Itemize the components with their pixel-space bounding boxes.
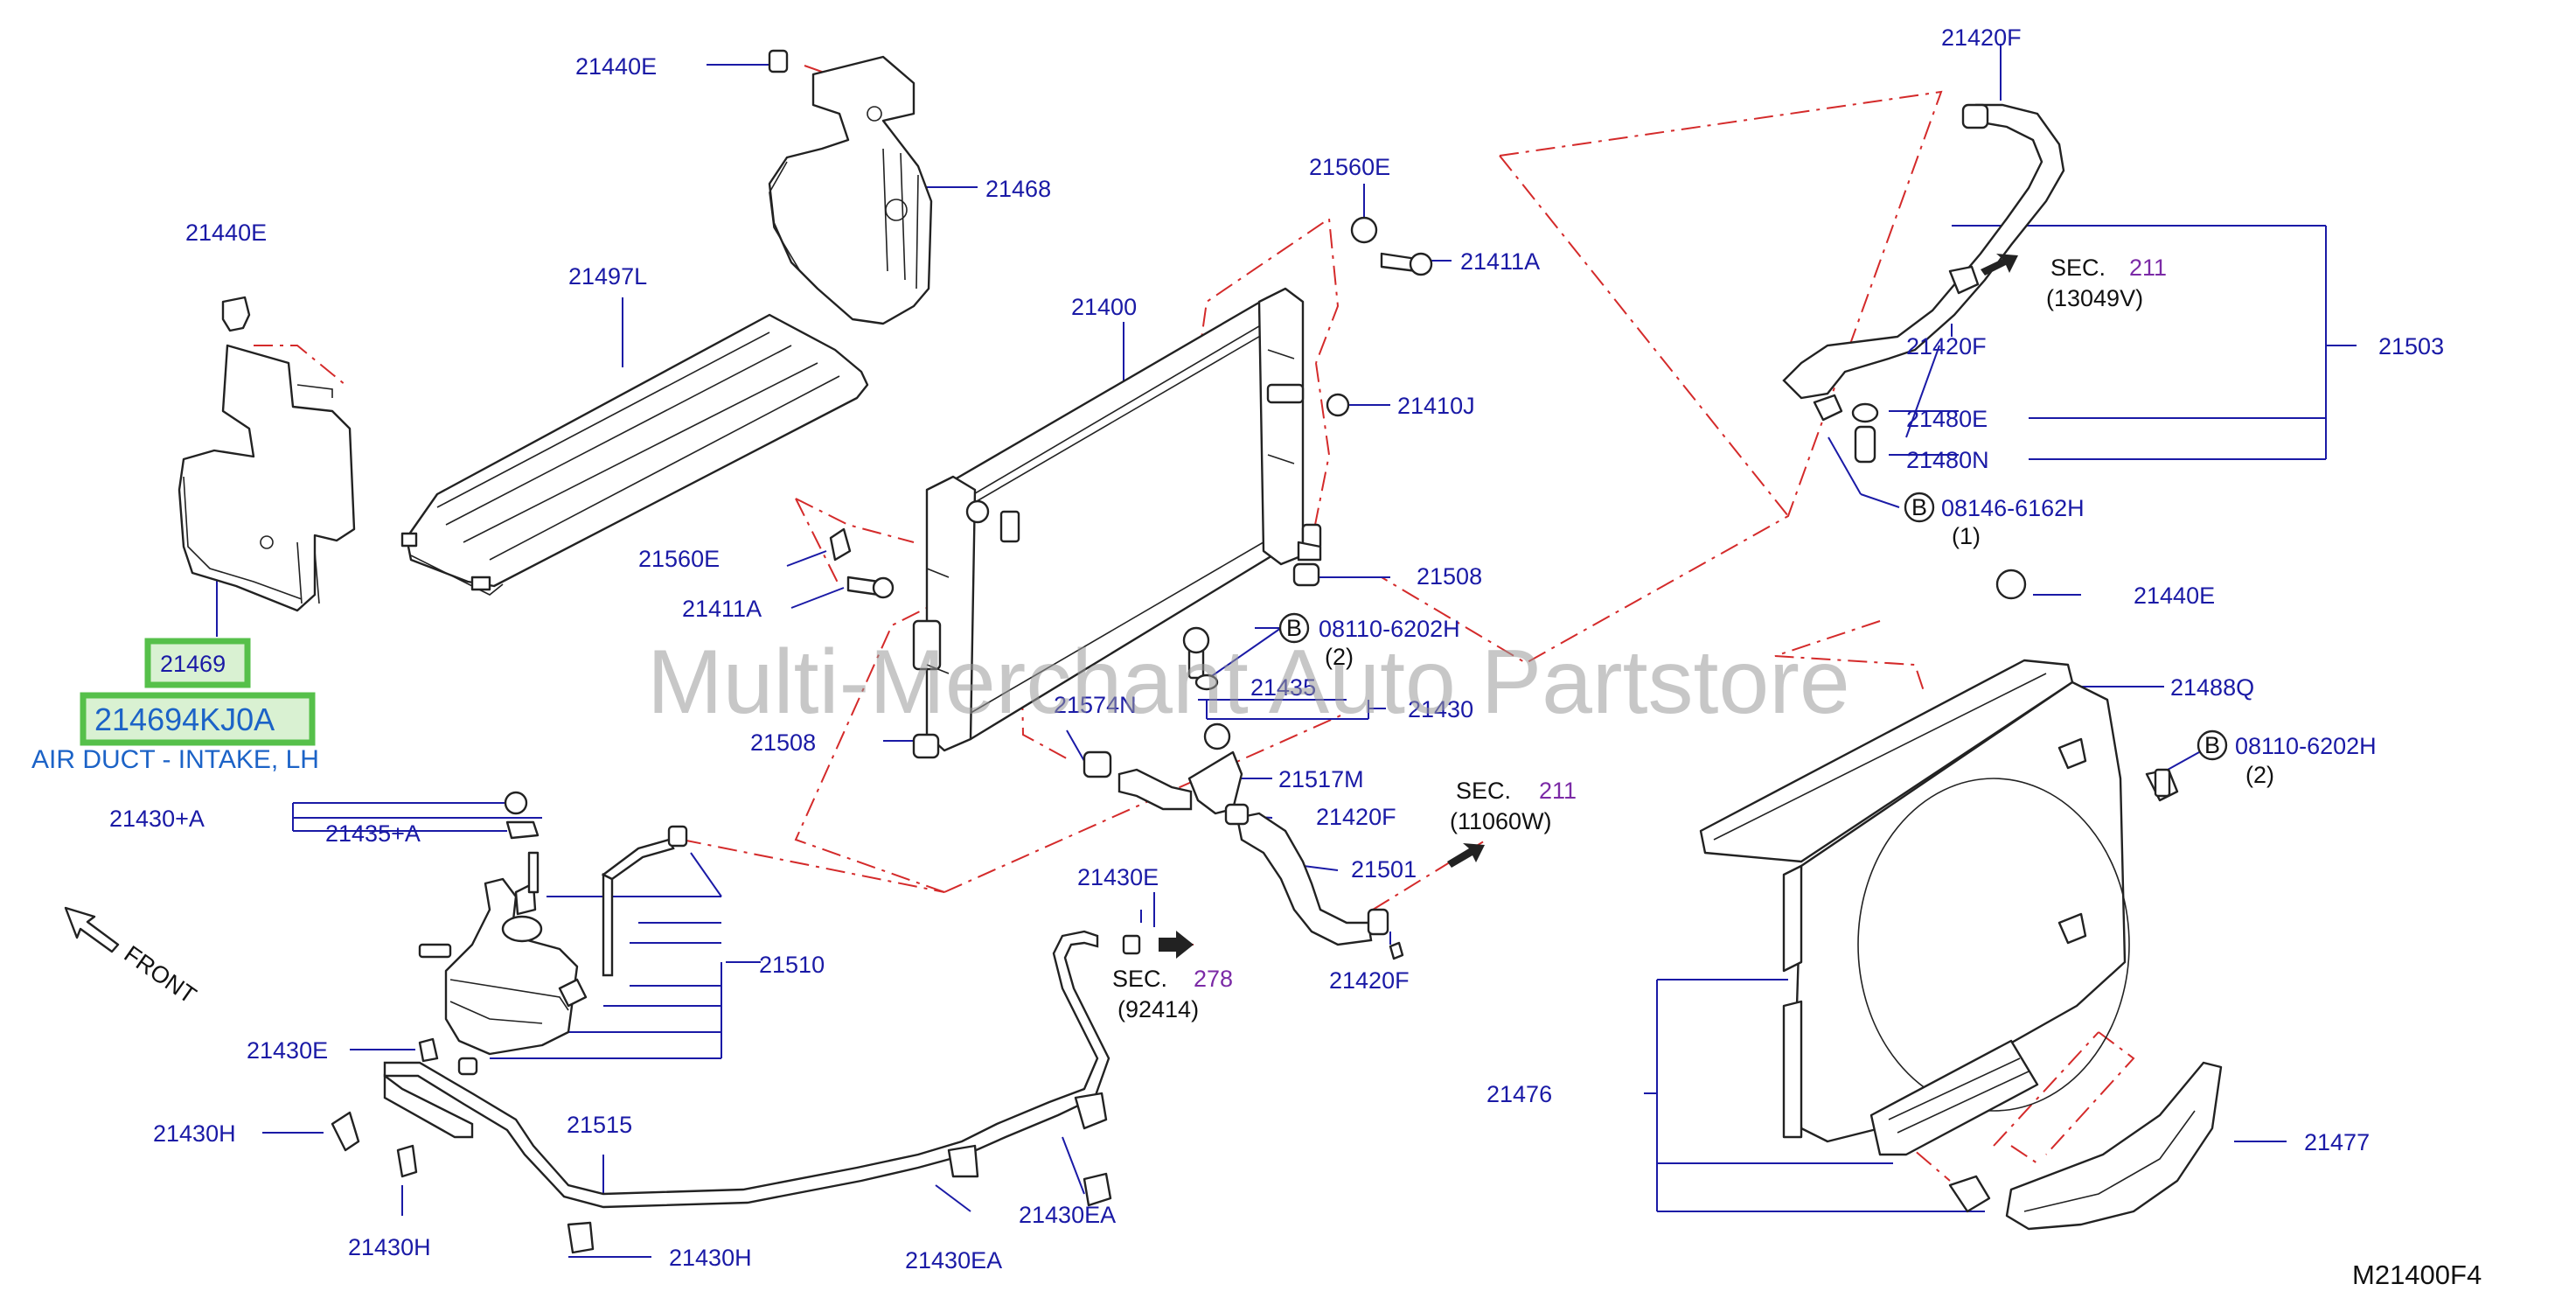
sec-211-a-number[interactable]: 211 xyxy=(2129,255,2167,281)
label-21411A-top[interactable]: 21411A xyxy=(1460,248,1540,275)
label-21488Q[interactable]: 21488Q xyxy=(2170,674,2254,701)
label-21468[interactable]: 21468 xyxy=(985,176,1051,202)
air-duct-rh-drawing xyxy=(768,49,933,325)
watermark: Multi-Merchant Auto Partstore xyxy=(647,632,1850,733)
label-21476[interactable]: 21476 xyxy=(1486,1081,1552,1107)
label-21510[interactable]: 21510 xyxy=(759,952,825,978)
label-21469[interactable]: 21469 xyxy=(160,651,226,677)
qty-08110-right: (2) xyxy=(2245,762,2274,788)
label-21503[interactable]: 21503 xyxy=(2378,333,2444,359)
bolt-symbol-2: B xyxy=(1286,615,1302,641)
part-labels: 21440E 21468 21497L 21400 21440E 21560E … xyxy=(109,24,2444,1274)
selected-part-description: AIR DUCT - INTAKE, LH xyxy=(31,745,319,774)
sec-278-ref: (92414) xyxy=(1117,996,1199,1022)
upper-hose-drawing xyxy=(1782,103,2065,464)
label-21515[interactable]: 21515 xyxy=(567,1112,632,1138)
section-arrows xyxy=(1159,254,2018,959)
label-21420F-mid[interactable]: 21420F xyxy=(1316,804,1396,830)
label-21410J[interactable]: 21410J xyxy=(1397,393,1475,419)
front-label: FRONT xyxy=(120,940,201,1008)
label-21435A[interactable]: 21435+A xyxy=(325,820,421,847)
label-21430H-right[interactable]: 21430H xyxy=(669,1245,752,1271)
sec-211-b-prefix: SEC. xyxy=(1456,778,1511,804)
label-21430E-left[interactable]: 21430E xyxy=(247,1037,328,1064)
front-direction-arrow: FRONT xyxy=(64,906,201,1008)
label-21430E-right[interactable]: 21430E xyxy=(1077,864,1159,890)
label-21420F-top[interactable]: 21420F xyxy=(1941,24,2022,51)
lower-shroud-drawing xyxy=(1948,1061,2223,1231)
label-21430H-bottom[interactable]: 21430H xyxy=(348,1234,431,1260)
label-21440E-top[interactable]: 21440E xyxy=(575,53,657,80)
label-21517M[interactable]: 21517M xyxy=(1278,766,1364,792)
label-21508-right[interactable]: 21508 xyxy=(1417,563,1482,590)
label-21480N[interactable]: 21480N xyxy=(1906,447,1989,473)
leader-lines xyxy=(216,44,2357,1258)
label-08110-6202H-right[interactable]: 08110-6202H xyxy=(2235,733,2377,759)
selected-part-callout[interactable]: 21469 214694KJ0A AIR DUCT - INTAKE, LH xyxy=(31,638,319,774)
bolt-symbol-1: B xyxy=(1911,494,1927,520)
reservoir-hose-drawing xyxy=(331,930,1141,1254)
label-21435[interactable]: 21435 xyxy=(1250,674,1316,701)
label-08110-6202H-mid[interactable]: 08110-6202H xyxy=(1319,616,1460,642)
label-21430A[interactable]: 21430+A xyxy=(109,806,205,832)
label-21574N[interactable]: 21574N xyxy=(1054,692,1137,718)
label-21430EA-bottom[interactable]: 21430EA xyxy=(905,1247,1002,1274)
label-21477[interactable]: 21477 xyxy=(2304,1129,2370,1155)
fan-shroud-drawing xyxy=(1699,569,2179,1156)
sec-278-number[interactable]: 278 xyxy=(1194,966,1233,992)
upper-shroud-drawing xyxy=(400,313,869,596)
sec-211-a-ref: (13049V) xyxy=(2046,285,2143,311)
label-21508-left[interactable]: 21508 xyxy=(750,729,816,756)
label-21430H-left[interactable]: 21430H xyxy=(153,1120,236,1147)
label-21400[interactable]: 21400 xyxy=(1071,294,1137,320)
qty-08110-mid: (2) xyxy=(1325,644,1354,670)
label-21411A-mid[interactable]: 21411A xyxy=(682,596,762,622)
sec-211-b-ref: (11060W) xyxy=(1450,808,1552,834)
bolt-symbol-3: B xyxy=(2204,732,2220,758)
label-21420F-upperhose[interactable]: 21420F xyxy=(1906,333,1987,359)
section-references: SEC. 211 (13049V) SEC. 211 (11060W) SEC.… xyxy=(1112,255,2167,1022)
qty-08146: (1) xyxy=(1952,523,1981,549)
radiator-drawing xyxy=(912,287,1322,752)
air-duct-lh-drawing xyxy=(178,296,356,612)
selected-part-number[interactable]: 214694KJ0A xyxy=(94,701,275,737)
sec-211-a-prefix: SEC. xyxy=(2050,255,2106,281)
lower-hose-drawing xyxy=(1083,626,1389,946)
label-21497L[interactable]: 21497L xyxy=(568,263,647,290)
fasteners-drawing xyxy=(504,216,2171,1207)
sec-278-prefix: SEC. xyxy=(1112,966,1167,992)
label-21480E[interactable]: 21480E xyxy=(1906,406,1988,432)
label-21420F-bottom[interactable]: 21420F xyxy=(1329,967,1410,994)
label-21430EA-right[interactable]: 21430EA xyxy=(1019,1202,1116,1228)
label-21430[interactable]: 21430 xyxy=(1408,696,1473,722)
label-21440E-left[interactable]: 21440E xyxy=(185,220,267,246)
diagram-code: M21400F4 xyxy=(2352,1260,2482,1290)
reservoir-tank-drawing xyxy=(418,825,688,1076)
bolt-symbols: B B B xyxy=(1278,492,2228,761)
label-08146-6162H[interactable]: 08146-6162H xyxy=(1941,495,2085,521)
label-21501[interactable]: 21501 xyxy=(1351,856,1417,883)
label-21560E-mid[interactable]: 21560E xyxy=(638,546,720,572)
label-21560E-top[interactable]: 21560E xyxy=(1309,154,1390,180)
sec-211-b-number[interactable]: 211 xyxy=(1539,778,1577,804)
label-21440E-right[interactable]: 21440E xyxy=(2134,583,2215,609)
